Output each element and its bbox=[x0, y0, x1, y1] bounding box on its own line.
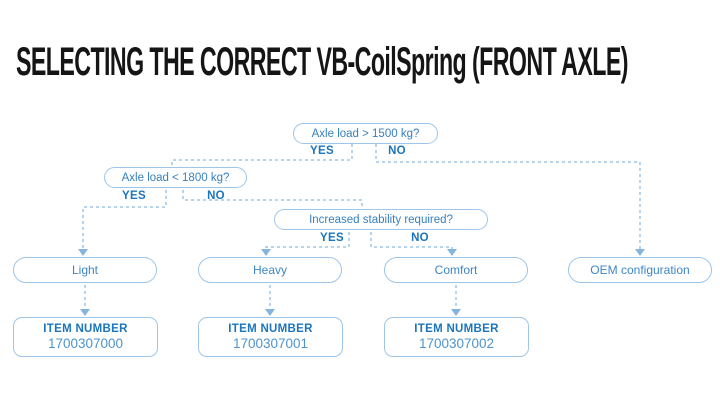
decision-axle-load-1800-label: Axle load < 1800 kg? bbox=[121, 171, 230, 184]
decision-axle-load-1500-label: Axle load > 1500 kg? bbox=[311, 127, 420, 140]
item-box-light: ITEM NUMBER 1700307000 bbox=[13, 317, 158, 357]
arrowhead-comfort bbox=[447, 249, 457, 256]
q2-yes-label: YES bbox=[122, 190, 146, 202]
result-comfort-label: Comfort bbox=[434, 263, 478, 277]
decision-axle-load-1500: Axle load > 1500 kg? bbox=[293, 123, 438, 144]
arrowhead-light bbox=[78, 249, 88, 256]
item-number-value: 1700307001 bbox=[232, 336, 309, 351]
item-number-label: ITEM NUMBER bbox=[228, 323, 313, 335]
item-number-label: ITEM NUMBER bbox=[414, 323, 499, 335]
item-box-comfort: ITEM NUMBER 1700307002 bbox=[384, 317, 529, 357]
arrowhead-heavy bbox=[261, 249, 271, 256]
item-number-value: 1700307000 bbox=[47, 336, 124, 351]
item-box-heavy: ITEM NUMBER 1700307001 bbox=[198, 317, 343, 357]
page-title: SELECTING THE CORRECT VB-CoilSpring (FRO… bbox=[16, 40, 628, 84]
result-oem-configuration: OEM configuration bbox=[568, 257, 712, 283]
q3-no-label: NO bbox=[411, 232, 429, 244]
arrowhead-item-2 bbox=[265, 309, 275, 316]
item-number-label: ITEM NUMBER bbox=[43, 323, 128, 335]
q2-no-label: NO bbox=[207, 190, 225, 202]
arrowhead-item-3 bbox=[451, 309, 461, 316]
decision-increased-stability-label: Increased stability required? bbox=[309, 213, 453, 226]
decision-increased-stability: Increased stability required? bbox=[274, 209, 488, 230]
result-heavy: Heavy bbox=[198, 257, 342, 283]
arrowhead-item-1 bbox=[80, 309, 90, 316]
q1-no-label: NO bbox=[388, 145, 406, 157]
decision-axle-load-1800: Axle load < 1800 kg? bbox=[104, 167, 247, 188]
result-comfort: Comfort bbox=[384, 257, 528, 283]
q1-yes-label: YES bbox=[310, 145, 334, 157]
result-heavy-label: Heavy bbox=[252, 263, 287, 277]
item-number-value: 1700307002 bbox=[418, 336, 495, 351]
result-light-label: Light bbox=[71, 263, 99, 277]
q3-yes-label: YES bbox=[320, 232, 344, 244]
result-oem-configuration-label: OEM configuration bbox=[590, 263, 690, 277]
arrowhead-oem bbox=[635, 249, 645, 256]
result-light: Light bbox=[13, 257, 157, 283]
